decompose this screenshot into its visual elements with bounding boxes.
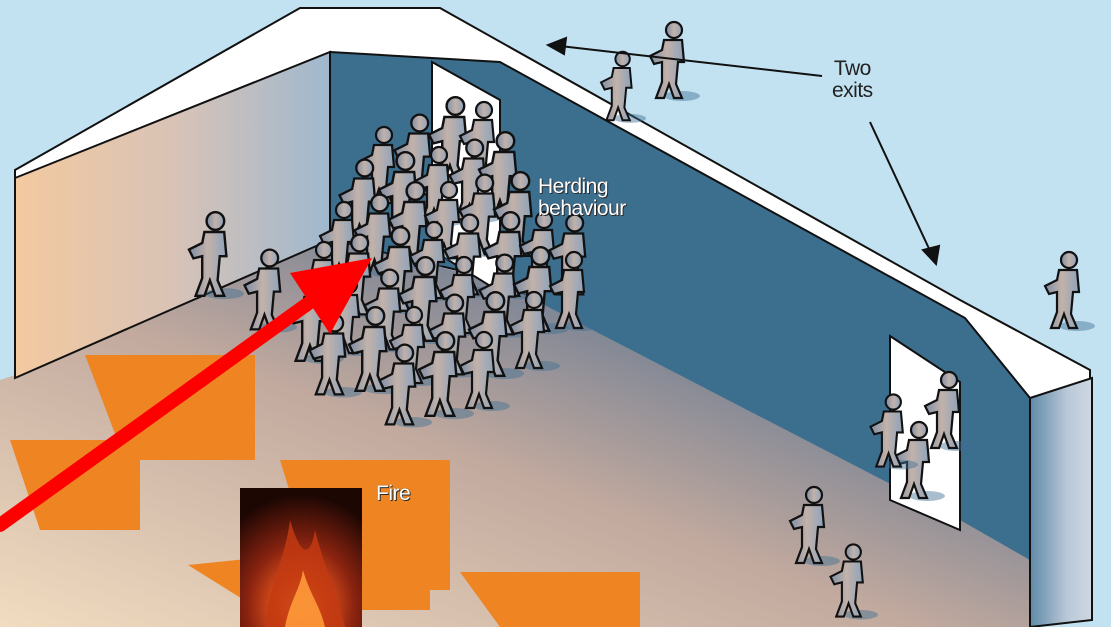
right-end-wall (1030, 378, 1092, 627)
herding-label-line1: Herding (538, 176, 626, 198)
two-exits-label: Two exits (832, 58, 873, 102)
herding-behaviour-label: Herding behaviour (538, 176, 626, 220)
exits-label-line1: Two (832, 58, 873, 80)
exits-label-line2: exits (832, 80, 873, 102)
fire-label-text: Fire (376, 483, 410, 505)
herding-label-line2: behaviour (538, 198, 626, 220)
fire-label: Fire (376, 483, 410, 505)
